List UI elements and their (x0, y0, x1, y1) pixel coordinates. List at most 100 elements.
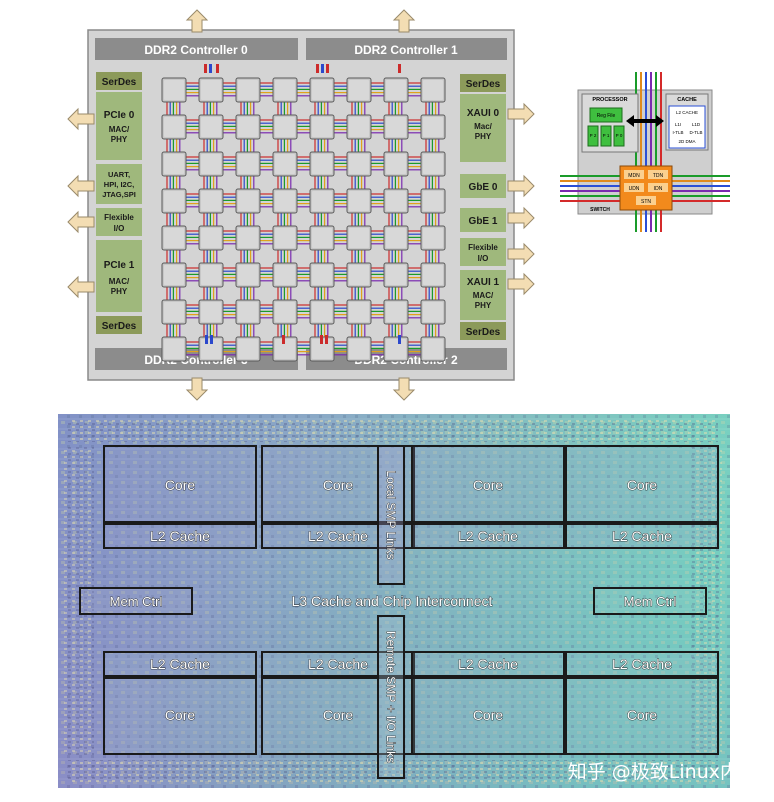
mesh-tile-inner (275, 228, 295, 248)
mesh-tile-inner (312, 191, 332, 211)
mesh-tile-inner (238, 228, 258, 248)
xaui0-sub1: Mac/ (474, 122, 493, 131)
pcie1-title: PCIe 1 (104, 260, 135, 271)
pipe-p0 (613, 125, 625, 147)
right-serdes-bottom (460, 322, 506, 340)
mesh-tile-inner (386, 302, 406, 322)
left-pcie1-block (96, 240, 142, 312)
core-bottom-2 (411, 677, 565, 755)
mem-ctrl-left-label: Mem Ctrl (110, 594, 163, 609)
left-uart-block (96, 164, 142, 204)
left-serdes-top-label: SerDes (102, 77, 137, 88)
mesh-tile-inner (238, 302, 258, 322)
mesh-tile-inner (349, 117, 369, 137)
mem-ctrl-left (79, 587, 193, 615)
l2-label-bottom-1: L2 Cache (308, 656, 368, 672)
mesh-tile-inner (423, 228, 443, 248)
mesh-tile-inner (238, 265, 258, 285)
l2-top-0 (103, 523, 257, 549)
mdn-label: MDN (628, 173, 640, 179)
io-arrows-right (507, 102, 535, 296)
xaui0-sub2: PHY (475, 132, 492, 141)
mesh-tile-inner (275, 80, 295, 100)
pcie0-title: PCIe 0 (104, 110, 135, 121)
mesh-tile-inner (423, 154, 443, 174)
xaui1-title: XAUI 1 (467, 277, 500, 288)
l3-label: L3 Cache and Chip Interconnect (292, 593, 493, 609)
mesh-tile-inner (238, 117, 258, 137)
uart-l2: HPI, I2C, (104, 180, 134, 189)
itlb-label: I-TLB (672, 130, 683, 135)
mesh-tile-inner (164, 265, 184, 285)
core-bottom-3 (565, 677, 719, 755)
mesh-tile-inner (275, 191, 295, 211)
io-arrows-left (67, 107, 95, 299)
pipe-p2 (587, 125, 599, 147)
mesh-tile-inner (423, 191, 443, 211)
mesh-tile-inner (386, 117, 406, 137)
mesh-tile-inner (312, 228, 332, 248)
mesh-tile-inner (164, 80, 184, 100)
mesh-tile-inner (312, 265, 332, 285)
mesh-tile-inner (201, 117, 221, 137)
ddr-link-arrows (204, 64, 401, 344)
mesh-tile-inner (275, 117, 295, 137)
mesh-tile-inner (238, 154, 258, 174)
mesh-tile-inner (312, 117, 332, 137)
mesh-tile-inner (238, 339, 258, 359)
uart-l1: UART, (108, 170, 130, 179)
core-bottom-1 (261, 677, 415, 755)
mesh-tile-inner (312, 302, 332, 322)
dma-label: 2D DMA (678, 139, 695, 144)
io-arrow-top-left (185, 9, 209, 33)
mesh-tile-inner (349, 302, 369, 322)
l2-top-3 (565, 523, 719, 549)
switch-label: SWITCH (590, 207, 610, 213)
right-flex-l1: Flexible (468, 243, 498, 252)
cache-label: CACHE (677, 97, 697, 103)
reg-file-label: Reg File (597, 113, 616, 119)
mesh-tile-inner (164, 191, 184, 211)
remote-smp-label: Remote SMP + I/O Links (384, 631, 398, 763)
core-label-bottom-2: Core (473, 707, 504, 723)
io-arrow-bottom-right (392, 377, 416, 401)
right-gbe0-block (460, 174, 506, 198)
left-serdes-bottom-label: SerDes (102, 321, 137, 332)
right-serdes-top (460, 74, 506, 92)
right-xaui0-block (460, 94, 506, 162)
mesh-tile-inner (423, 265, 443, 285)
core-label-bottom-0: Core (165, 707, 196, 723)
mesh-tiles (161, 77, 446, 362)
mesh-tile-inner (201, 154, 221, 174)
pcie1-sub1: MAC/ (109, 277, 130, 286)
pcie0-sub1: MAC/ (109, 125, 130, 134)
mesh-tile-inner (423, 302, 443, 322)
right-flex-block (460, 238, 506, 266)
remote-smp-column (377, 615, 405, 779)
l2-bottom-2 (411, 651, 565, 677)
io-arrow-top-right (392, 9, 416, 33)
mesh-tile-inner (201, 191, 221, 211)
mesh-tile-inner (386, 154, 406, 174)
mesh-tile-inner (386, 228, 406, 248)
pipe-p1 (600, 125, 612, 147)
left-flex-l2: I/O (114, 224, 125, 233)
mesh-tile-inner (201, 265, 221, 285)
mesh-tile-inner (349, 228, 369, 248)
mesh-tile-inner (312, 154, 332, 174)
local-smp-label: Local SMP Links (384, 470, 398, 559)
pcie0-sub2: PHY (111, 135, 128, 144)
l2-label-top-2: L2 Cache (458, 528, 518, 544)
mesh-tile-inner (423, 339, 443, 359)
idn-label: IDN (654, 186, 663, 192)
tile-detail: PROCESSOR Reg File P 2 P 1 P 0 CACHE L2 … (560, 72, 730, 232)
mesh-tile-inner (386, 80, 406, 100)
right-serdes-bottom-label: SerDes (466, 327, 501, 338)
mem-ctrl-right-label: Mem Ctrl (624, 594, 677, 609)
left-flex-block (96, 208, 142, 236)
mesh-tile-inner (275, 339, 295, 359)
mesh-tile-inner (312, 80, 332, 100)
l2-label-top-1: L2 Cache (308, 528, 368, 544)
l1d-label: L1D (692, 122, 701, 127)
